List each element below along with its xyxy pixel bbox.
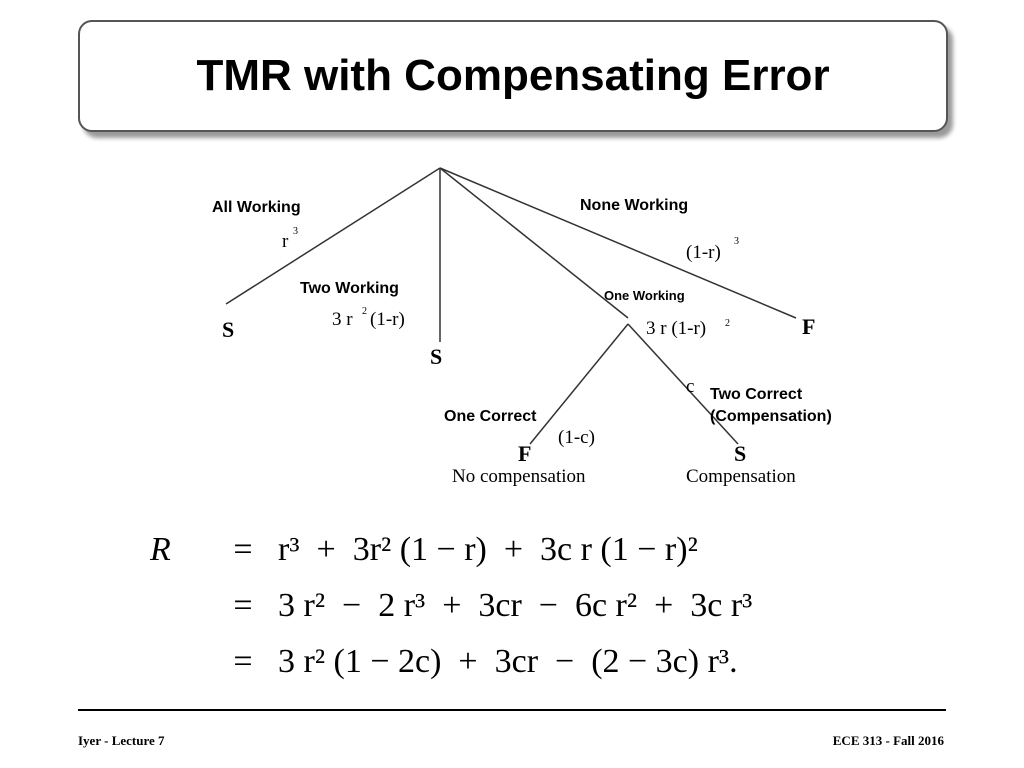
equation-line-2: 3 r² − 2 r³ + 3cr − 6c r² + 3c r³ (278, 587, 753, 624)
prob-two-pre: 3 r (332, 309, 353, 330)
outcome-s-all: S (222, 317, 234, 342)
prob-none-exp: 3 (734, 236, 739, 247)
label-all-working: All Working (212, 199, 301, 216)
label-none-working: None Working (580, 197, 688, 214)
branch-two-correct (627, 323, 739, 445)
prob-c: c (686, 376, 694, 397)
equation-row-1: R = r³ + 3r² (1 − r) + 3c r (1 − r)² (150, 522, 910, 578)
prob-two-post: (1-r) (370, 309, 405, 330)
prob-one-working: 3 r (1-r) (646, 318, 706, 339)
footer-right: ECE 313 - Fall 2016 (832, 733, 944, 748)
reliability-equation: R = r³ + 3r² (1 − r) + 3c r (1 − r)² = 3… (150, 522, 910, 690)
label-one-correct: One Correct (444, 408, 537, 425)
label-two-correct: Two Correct (710, 386, 803, 403)
equation-line-1: r³ + 3r² (1 − r) + 3c r (1 − r)² (278, 531, 698, 568)
equals-sign: = (233, 531, 253, 568)
outcome-no-compensation: No compensation (452, 466, 586, 487)
label-two-working: Two Working (300, 280, 399, 297)
equation-row-3: = 3 r² (1 − 2c) + 3cr − (2 − 3c) r³. (150, 634, 910, 690)
branch-none-working (439, 167, 797, 319)
prob-none-base: (1-r) (686, 242, 721, 263)
label-one-working: One Working (604, 288, 685, 303)
branch-one-correct (529, 323, 629, 445)
outcome-s-comp: S (734, 441, 746, 466)
prob-two-exp: 2 (362, 306, 367, 317)
equals-sign: = (233, 587, 253, 624)
outcome-compensation: Compensation (686, 466, 796, 487)
footer-left: Iyer - Lecture 7 (78, 733, 165, 748)
prob-all-base: r (282, 231, 289, 252)
equation-row-2: = 3 r² − 2 r³ + 3cr − 6c r² + 3c r³ (150, 578, 910, 634)
prob-all-exp: 3 (293, 226, 298, 237)
equals-sign: = (233, 643, 253, 680)
outcome-f-no-comp: F (518, 441, 531, 466)
branch-all-working (225, 167, 441, 305)
footer-divider (78, 709, 946, 711)
prob-one-minus-c: (1-c) (558, 427, 595, 448)
equation-lhs: R (150, 531, 171, 568)
outcome-s-two: S (430, 344, 442, 369)
prob-one-exp: 2 (725, 318, 730, 329)
outcome-f-none: F (802, 314, 815, 339)
title-box: TMR with Compensating Error (78, 20, 948, 132)
slide-title: TMR with Compensating Error (196, 51, 830, 100)
label-compensation-paren: (Compensation) (710, 408, 832, 425)
equation-line-3: 3 r² (1 − 2c) + 3cr − (2 − 3c) r³. (278, 643, 738, 680)
branch-one-working (439, 167, 629, 319)
